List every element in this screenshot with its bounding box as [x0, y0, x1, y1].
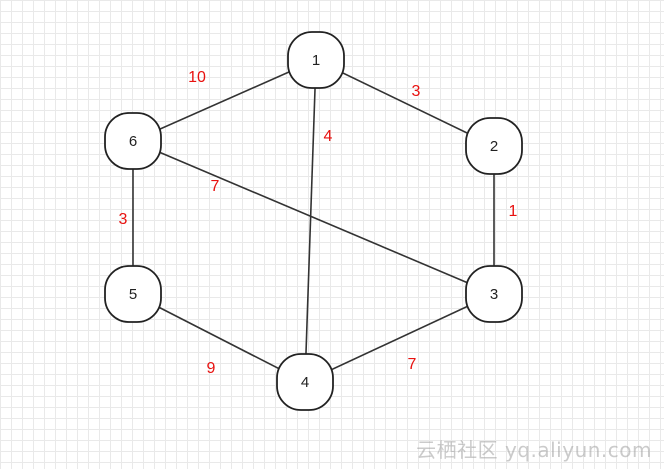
edge-weight-2-3: 1	[509, 203, 518, 220]
edges-layer	[132, 59, 495, 383]
node-2: 2	[465, 117, 523, 175]
edge-weight-1-2: 3	[412, 83, 421, 100]
nodes-layer: 1 2 3 4 5 6	[104, 31, 523, 411]
node-2-shape	[465, 117, 523, 175]
node-6-shape	[104, 112, 162, 170]
watermark: 云栖社区 yq.aliyun.com	[416, 438, 652, 462]
edge-5-4	[132, 293, 306, 383]
node-5: 5	[104, 265, 162, 323]
node-4-shape	[276, 353, 334, 411]
edge-1-2	[315, 59, 495, 147]
edge-weight-1-4: 4	[324, 128, 333, 145]
node-6: 6	[104, 112, 162, 170]
node-2-label: 2	[490, 138, 498, 155]
edge-weight-1-6: 10	[188, 69, 206, 86]
edge-weight-5-4: 9	[207, 360, 216, 377]
node-5-shape	[104, 265, 162, 323]
edge-weight-6-5: 3	[119, 211, 128, 228]
node-1: 1	[287, 31, 345, 89]
edge-6-3	[132, 140, 495, 295]
node-1-shape	[287, 31, 345, 89]
node-3: 3	[465, 265, 523, 323]
edge-4-3	[304, 293, 495, 383]
weights-layer: 10 3 4 7 3 1 9 7	[119, 69, 518, 377]
edge-weight-4-3: 7	[408, 356, 417, 373]
node-1-label: 1	[312, 52, 320, 69]
edge-1-4	[304, 59, 317, 383]
node-3-shape	[465, 265, 523, 323]
edge-weight-6-3: 7	[211, 178, 220, 195]
node-6-label: 6	[129, 133, 137, 150]
node-4: 4	[276, 353, 334, 411]
node-5-label: 5	[129, 286, 137, 303]
node-4-label: 4	[301, 374, 309, 391]
edge-1-6	[132, 59, 317, 142]
node-3-label: 3	[490, 286, 498, 303]
